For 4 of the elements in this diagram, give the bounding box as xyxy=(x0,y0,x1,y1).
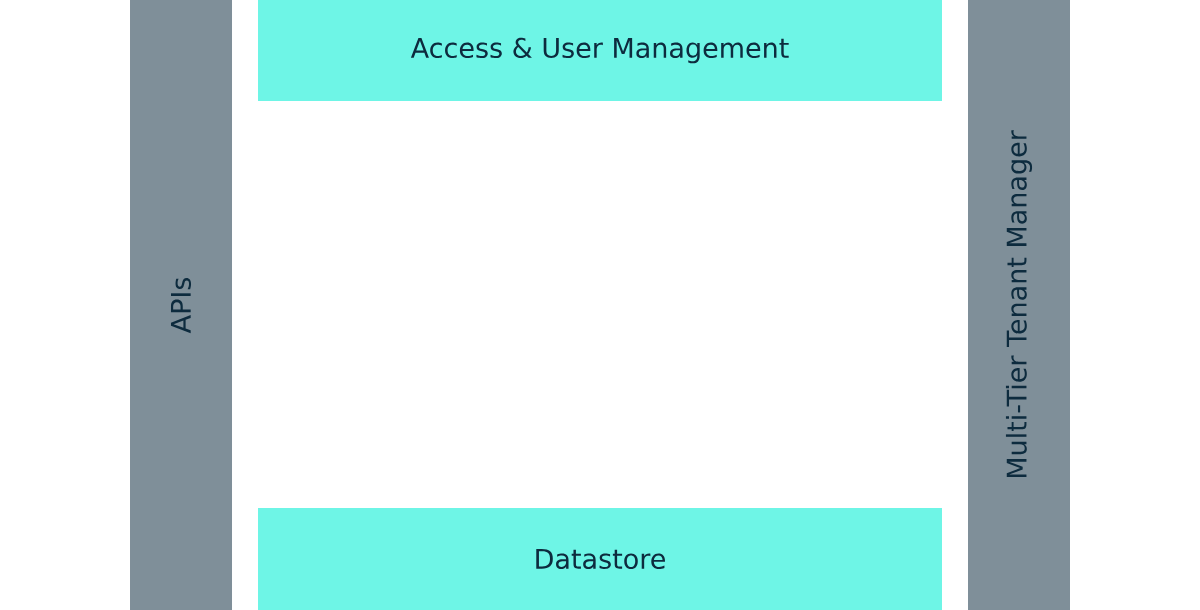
vertical-band: Multi-Tier Tenant Manager xyxy=(968,0,1070,610)
layer-box: Datastore xyxy=(258,508,942,610)
vertical-band: APIs xyxy=(130,0,232,610)
layer-box: Access & User Management xyxy=(258,0,942,101)
